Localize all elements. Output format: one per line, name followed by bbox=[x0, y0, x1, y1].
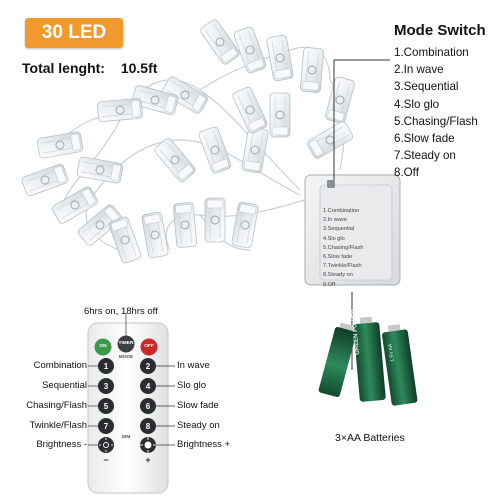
box-mode-item: 8.Steady on bbox=[323, 272, 353, 279]
mode-item: 3.Sequential bbox=[394, 80, 459, 94]
batteries-caption: 3×AA Batteries bbox=[335, 432, 405, 444]
brightness-plus-sign: + bbox=[145, 455, 151, 465]
mode-item: 2.In wave bbox=[394, 63, 444, 77]
slow-fade-label: Slow fade bbox=[177, 400, 219, 411]
slo-glo-label: Slo glo bbox=[177, 380, 207, 391]
mode-item: 1.Combination bbox=[394, 46, 469, 59]
mode-5-button[interactable]: 5 bbox=[103, 402, 109, 411]
mode-item: 7.Steady on bbox=[394, 149, 456, 163]
mode-4-button[interactable]: 4 bbox=[145, 382, 151, 391]
led-count-badge: 30 LED bbox=[25, 18, 123, 48]
chasing-flash-label: Chasing/Flash bbox=[26, 400, 87, 411]
mode-2-button[interactable]: 2 bbox=[145, 362, 151, 371]
box-mode-item: 9.Off bbox=[323, 281, 336, 288]
mode-item: 4.Slo glo bbox=[394, 97, 440, 111]
brightness-plus-label: Brightness + bbox=[177, 439, 231, 450]
timer-button[interactable]: TIMER bbox=[118, 341, 134, 346]
brightness-minus-sign: − bbox=[103, 455, 109, 465]
box-mode-item: 7.Twinkle/Flash bbox=[323, 263, 362, 270]
twinkle-flash-label: Twinkle/Flash bbox=[29, 420, 87, 431]
mode-1-button[interactable]: 1 bbox=[103, 362, 109, 371]
brightness-minus-label: Brightness - bbox=[36, 439, 87, 450]
mode-switch-title: Mode Switch bbox=[394, 22, 486, 39]
box-mode-item: 1.Combination bbox=[323, 208, 360, 214]
battery-box-label: 1.Combination 2.In wave 3.Sequential 4.S… bbox=[323, 207, 363, 290]
mode-6-button[interactable]: 6 bbox=[145, 402, 151, 411]
mode-3-button[interactable]: 3 bbox=[103, 382, 109, 391]
mode-7-button[interactable]: 7 bbox=[103, 422, 109, 431]
steady-on-label: Steady on bbox=[177, 420, 220, 431]
length-label: Total lenght: bbox=[22, 60, 105, 76]
sequential-label: Sequential bbox=[42, 380, 87, 391]
mode-item: 8.Off bbox=[394, 166, 419, 180]
box-mode-item: 2.In wave bbox=[323, 217, 347, 224]
box-mode-item: 6.Slow fade bbox=[323, 254, 353, 261]
length-value: 10.5ft bbox=[120, 60, 158, 76]
total-length: Total lenght: 10.5ft bbox=[22, 60, 157, 76]
combination-label: Combination bbox=[33, 360, 87, 371]
mode-item: 5.Chasing/Flash bbox=[394, 114, 478, 128]
box-mode-item: 3.Sequential bbox=[323, 226, 355, 233]
mode-label: MODE bbox=[118, 355, 134, 360]
mode-item: 6.Slow fade bbox=[394, 132, 455, 146]
box-mode-item: 4.Slo glo bbox=[323, 235, 345, 242]
mode-switch-list: 1.Combination 2.In wave 3.Sequential 4.S… bbox=[394, 44, 478, 182]
timer-caption: 6hrs on, 18hrs off bbox=[84, 306, 158, 317]
in-wave-label: In wave bbox=[177, 360, 210, 371]
dim-label: DIM bbox=[121, 435, 131, 440]
on-button[interactable]: ON bbox=[99, 344, 107, 349]
mode-8-button[interactable]: 8 bbox=[145, 422, 151, 431]
off-button[interactable]: OFF bbox=[144, 344, 154, 349]
box-mode-item: 5.Chasing/Flash bbox=[323, 244, 364, 251]
